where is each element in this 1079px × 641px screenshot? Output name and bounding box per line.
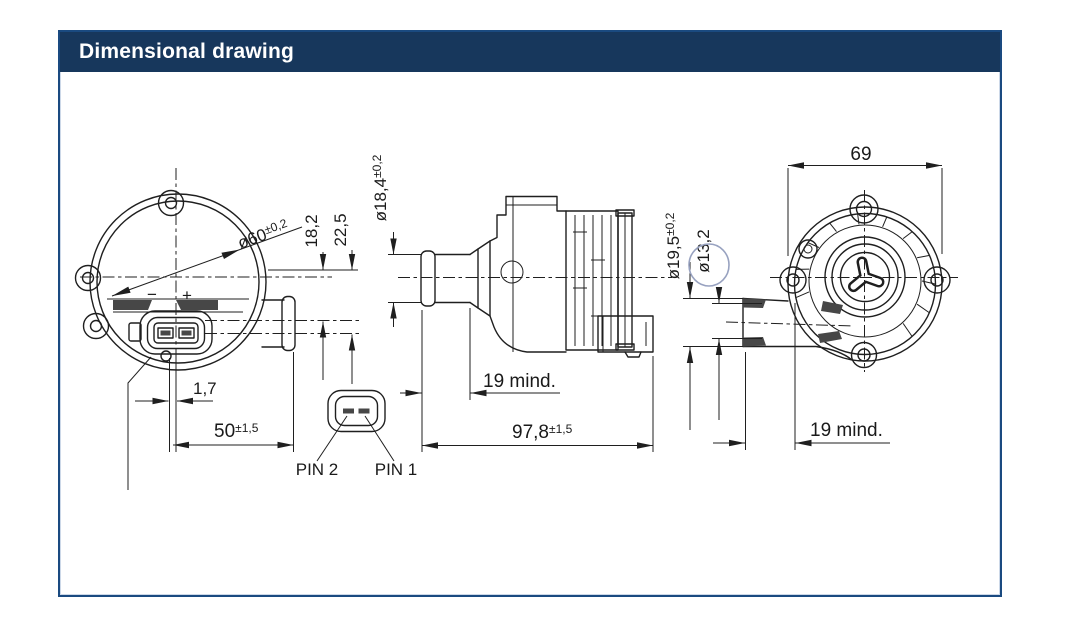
pin1-label: PIN 1 xyxy=(375,460,418,479)
pin2-leader xyxy=(316,415,348,462)
svg-text:22,5: 22,5 xyxy=(331,213,350,246)
balloon-circle xyxy=(688,243,730,287)
front-view: − + xyxy=(74,168,362,490)
side-view: ø18,4±0,2 19 mind. 97,8±1,5 xyxy=(370,154,672,452)
polarity-minus-label: − xyxy=(147,285,157,304)
hose-port-front xyxy=(261,295,296,352)
polarity-plus-label: + xyxy=(182,286,192,305)
connector-detail: PIN 2 PIN 1 xyxy=(296,389,418,479)
svg-text:19 mind.: 19 mind. xyxy=(810,420,883,441)
connector-stub-side xyxy=(597,315,654,358)
inlet-port-side xyxy=(420,240,491,317)
dim-housing-width: 69 xyxy=(787,144,943,256)
motor-housing-side xyxy=(565,210,619,351)
shading-wedge xyxy=(113,300,152,310)
section-title: Dimensional drawing xyxy=(79,40,294,63)
dim-inlet-diameter: ø18,4±0,2 xyxy=(370,154,421,327)
dim-hose-min-side: 19 mind. xyxy=(400,308,560,400)
connector-leader-line xyxy=(127,356,152,490)
svg-text:ø13,2: ø13,2 xyxy=(694,229,713,272)
svg-text:97,8±1,5: 97,8±1,5 xyxy=(512,422,573,443)
svg-text:ø19,5±0,2: ø19,5±0,2 xyxy=(663,212,683,279)
pin1-leader xyxy=(364,415,395,462)
dim-port-length: 50±1,5 xyxy=(173,352,294,452)
svg-text:1,7: 1,7 xyxy=(193,379,217,398)
dim-axis-heights: 18,2 22,5 xyxy=(268,213,358,384)
drawing-frame: Dimensional drawing xyxy=(58,30,1002,597)
mounting-tabs xyxy=(74,189,185,362)
pin2-label: PIN 2 xyxy=(296,460,339,479)
svg-text:18,2: 18,2 xyxy=(302,214,321,247)
pump-volute-side xyxy=(489,195,567,353)
svg-text:19 mind.: 19 mind. xyxy=(483,371,556,392)
motor-endcap xyxy=(615,209,635,351)
dim-hose-min-rear: 19 mind. xyxy=(713,352,890,450)
dim-connector-offset: 1,7 xyxy=(135,358,217,452)
connector-front xyxy=(128,310,213,355)
svg-text:69: 69 xyxy=(850,144,871,165)
svg-text:ø18,4±0,2: ø18,4±0,2 xyxy=(370,154,390,221)
pin-1 xyxy=(358,408,370,414)
dim-outlet-diameters: ø19,5±0,2 ø13,2 xyxy=(663,212,762,430)
section-header: Dimensional drawing xyxy=(60,32,1000,72)
dimensional-drawing-canvas: − + xyxy=(74,144,958,490)
svg-text:50±1,5: 50±1,5 xyxy=(214,421,259,442)
dim-bolt-circle: ø60±0,2 xyxy=(111,216,303,297)
rear-view: 69 xyxy=(663,144,958,450)
dim-overall-length: 97,8±1,5 xyxy=(421,356,654,452)
shading-wedge xyxy=(176,300,218,310)
pin-2 xyxy=(343,408,354,414)
